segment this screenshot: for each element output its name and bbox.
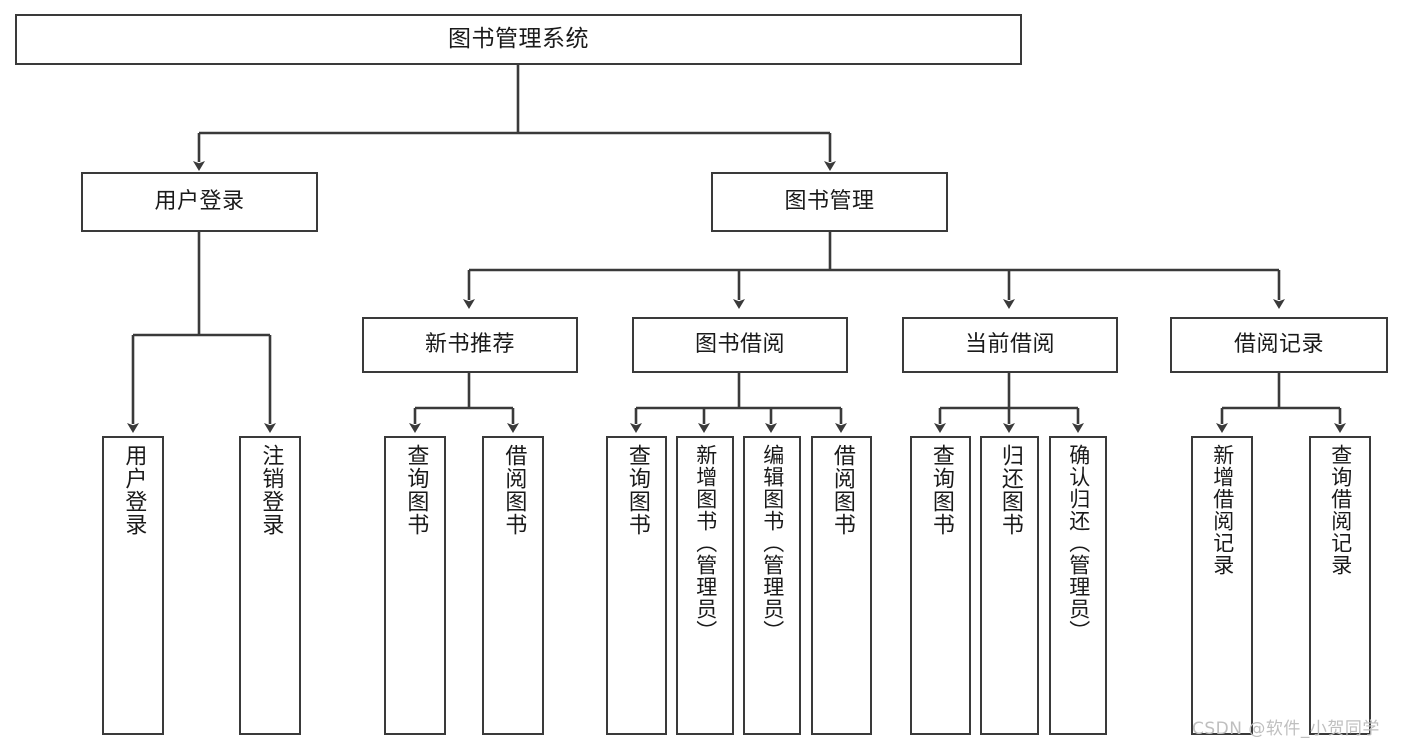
node-label: 查询借阅记录: [1328, 444, 1353, 576]
node-current-borrow[interactable]: 当前借阅: [902, 317, 1118, 373]
node-label: 用户登录: [121, 444, 147, 536]
leaf-user-login-login[interactable]: 用户登录: [102, 436, 164, 735]
csdn-watermark: CSDN @软件_小贺同学: [1192, 719, 1380, 739]
node-label: 新增图书（管理员）: [693, 444, 718, 642]
leaf-record-add-record[interactable]: 新增借阅记录: [1191, 436, 1253, 735]
node-label: 新增借阅记录: [1210, 444, 1235, 576]
leaf-borrow-edit-book-admin[interactable]: 编辑图书（管理员）: [743, 436, 801, 735]
node-label: 确认归还（管理员）: [1066, 444, 1091, 642]
node-new-book-recommend[interactable]: 新书推荐: [362, 317, 578, 373]
leaf-borrow-borrow-book[interactable]: 借阅图书: [811, 436, 872, 735]
node-borrow-record[interactable]: 借阅记录: [1170, 317, 1388, 373]
node-book-management[interactable]: 图书管理: [711, 172, 948, 232]
leaf-current-return-book[interactable]: 归还图书: [980, 436, 1039, 735]
leaf-current-query-book[interactable]: 查询图书: [910, 436, 971, 735]
node-label: 图书管理: [784, 189, 875, 215]
leaf-borrow-query-book[interactable]: 查询图书: [606, 436, 667, 735]
leaf-recommend-query-book[interactable]: 查询图书: [384, 436, 446, 735]
node-root-system[interactable]: 图书管理系统: [15, 14, 1022, 65]
node-label: 编辑图书（管理员）: [760, 444, 785, 642]
node-label: 借阅图书: [829, 444, 855, 536]
leaf-record-query-record[interactable]: 查询借阅记录: [1309, 436, 1371, 735]
leaf-user-login-logout[interactable]: 注销登录: [239, 436, 301, 735]
node-label: 借阅图书: [501, 444, 527, 536]
leaf-borrow-add-book-admin[interactable]: 新增图书（管理员）: [676, 436, 734, 735]
node-book-borrow[interactable]: 图书借阅: [632, 317, 848, 373]
leaf-recommend-borrow-book[interactable]: 借阅图书: [482, 436, 544, 735]
node-label: 图书借阅: [694, 332, 785, 358]
node-label: 新书推荐: [424, 332, 515, 358]
node-label: 归还图书: [997, 444, 1023, 536]
node-user-login[interactable]: 用户登录: [81, 172, 318, 232]
node-label: 查询图书: [403, 444, 429, 536]
leaf-current-confirm-return-admin[interactable]: 确认归还（管理员）: [1049, 436, 1107, 735]
node-label: 借阅记录: [1233, 332, 1324, 358]
node-label: 注销登录: [258, 444, 284, 536]
node-label: 当前借阅: [964, 332, 1055, 358]
node-label: 图书管理系统: [448, 25, 589, 52]
node-label: 查询图书: [928, 444, 954, 536]
node-label: 查询图书: [624, 444, 650, 536]
node-label: 用户登录: [154, 189, 245, 215]
